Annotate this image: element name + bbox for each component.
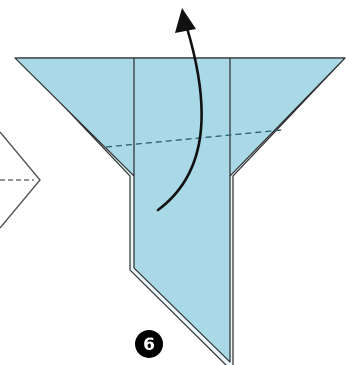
previous-step-fragment	[0, 131, 41, 229]
curved-arrow-up-icon	[156, 8, 203, 212]
step-number-badge: 6	[135, 330, 163, 358]
fold-arrow-shaft	[156, 26, 203, 212]
step-badge-circle	[135, 330, 163, 358]
step-number-label: 6	[143, 335, 155, 355]
fold-arrow-head	[175, 8, 196, 33]
folded-paper-model	[14, 57, 346, 365]
diamond-outline-icon	[0, 131, 41, 229]
